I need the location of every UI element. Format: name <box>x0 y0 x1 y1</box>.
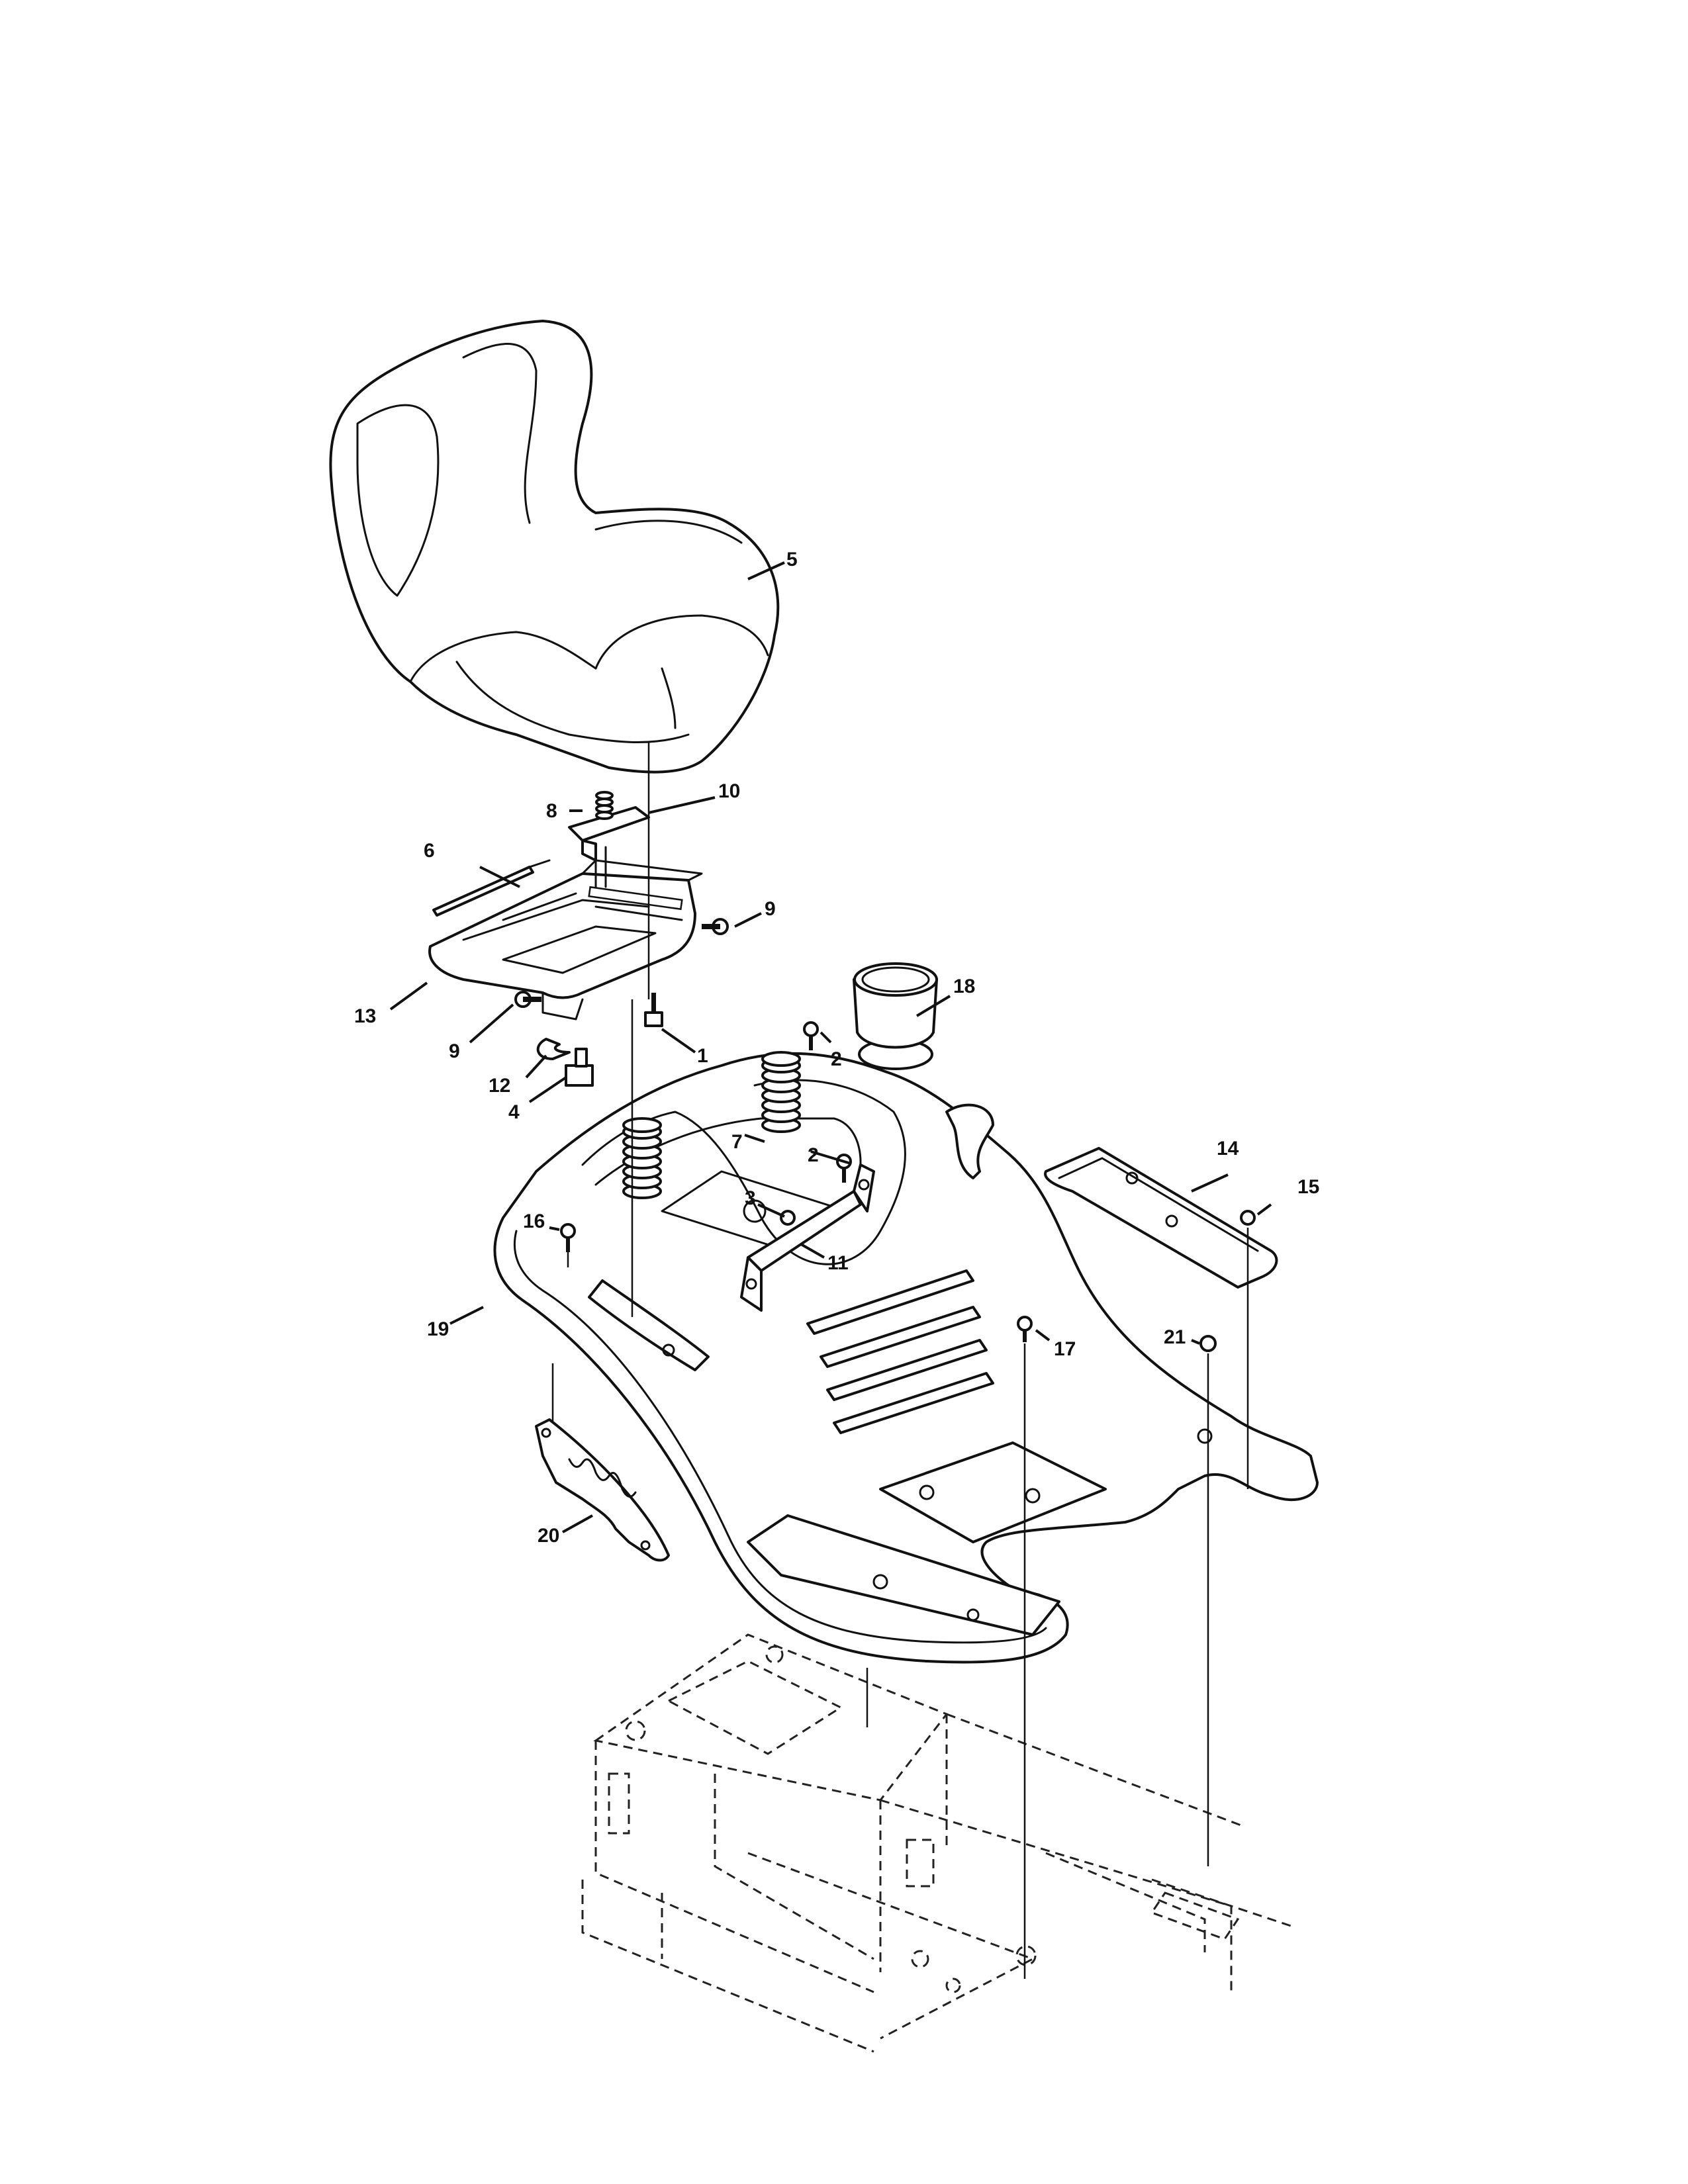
small-spring <box>595 791 614 820</box>
seat-springs <box>622 1051 801 1199</box>
bolt-21 <box>1199 1335 1217 1352</box>
callout-11: 11 <box>827 1252 849 1274</box>
callout-15: 15 <box>1297 1176 1319 1198</box>
leader-lines <box>389 561 1272 1533</box>
callout-2b: 2 <box>808 1144 819 1166</box>
callout-10: 10 <box>718 780 740 802</box>
callout-14: 14 <box>1217 1138 1239 1160</box>
bolt-17 <box>1017 1316 1033 1342</box>
seat-bracket-top <box>568 806 650 888</box>
callouts: 1 2 2 3 4 5 6 7 8 9 9 10 11 12 13 14 15 … <box>354 549 1319 1547</box>
callout-12: 12 <box>489 1075 510 1097</box>
bolt-3 <box>780 1210 796 1226</box>
seat-bracket <box>740 1163 875 1312</box>
fender-pan <box>493 1052 1319 1664</box>
callout-9a: 9 <box>765 898 776 920</box>
adjustment-rod <box>432 859 551 917</box>
spring-right <box>761 1051 801 1133</box>
callout-8: 8 <box>546 800 557 822</box>
callout-5: 5 <box>786 549 798 570</box>
seat-cushion <box>329 320 780 774</box>
bolt-1 <box>644 993 663 1027</box>
spring-left <box>622 1117 662 1199</box>
fuel-cap <box>853 962 938 1070</box>
callout-1: 1 <box>697 1045 708 1067</box>
callout-20: 20 <box>538 1525 559 1547</box>
callout-3: 3 <box>745 1187 756 1209</box>
reference-lines <box>551 741 1249 1979</box>
bolt-15 <box>1240 1210 1256 1226</box>
switch-4 <box>565 1048 594 1087</box>
bolt-16 <box>560 1223 576 1252</box>
callout-19: 19 <box>427 1318 449 1340</box>
bolt-9-lower <box>514 991 541 1008</box>
callout-2a: 2 <box>831 1048 842 1070</box>
bolt-2-upper <box>803 1021 819 1050</box>
bolt-9-upper <box>702 918 729 935</box>
frame-reference <box>581 1633 1291 2053</box>
side-bracket <box>535 1418 670 1562</box>
callout-21: 21 <box>1164 1326 1186 1348</box>
foot-plate <box>1044 1147 1278 1289</box>
callout-7: 7 <box>731 1131 743 1153</box>
callout-9b: 9 <box>449 1040 460 1062</box>
callout-17: 17 <box>1054 1338 1076 1360</box>
callout-18: 18 <box>953 976 975 997</box>
callout-13: 13 <box>354 1005 376 1027</box>
callout-4: 4 <box>508 1101 520 1123</box>
clip-12 <box>536 1038 571 1060</box>
callout-16: 16 <box>523 1210 545 1232</box>
seat-pan <box>428 859 703 1021</box>
callout-6: 6 <box>424 840 435 862</box>
